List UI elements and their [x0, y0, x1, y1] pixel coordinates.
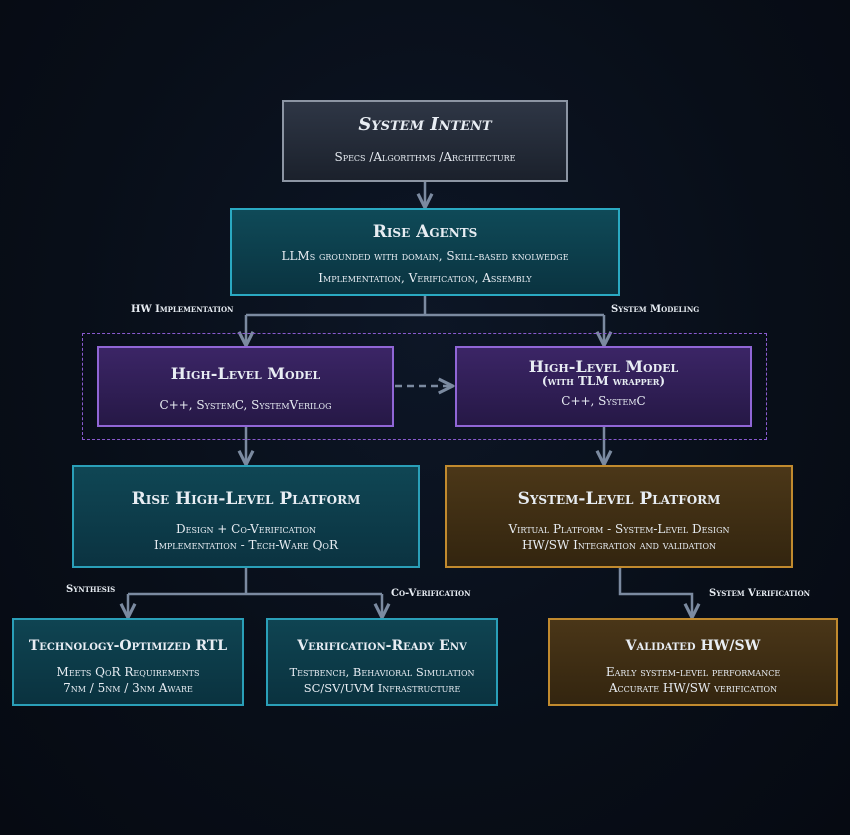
validated-hwsw-line2: Accurate HW/SW verification	[608, 681, 778, 695]
high-level-model-hw-box: High-Level Model C++, SystemC, SystemVer…	[97, 346, 394, 427]
verification-env-line1: Testbench, Behavioral Simulation	[289, 665, 475, 679]
arrow-system-platform-to-validated	[618, 568, 692, 616]
rise-platform-line2: Implementation - Tech-Ware QoR	[153, 538, 339, 552]
rise-platform-line1: Design + Co-Verification	[175, 522, 316, 536]
system-platform-box: System-Level Platform Virtual Platform -…	[445, 465, 793, 568]
system-intent-box: System Intent Specs /Algorithms /Archite…	[282, 100, 568, 182]
rise-agents-line1: LLMs grounded with domain, Skill-based k…	[281, 249, 569, 263]
rise-agents-box: Rise Agents LLMs grounded with domain, S…	[230, 208, 620, 296]
high-level-model-hw-subtitle: C++, SystemC, SystemVerilog	[159, 398, 332, 412]
verification-env-title: Verification-Ready Env	[297, 638, 467, 654]
label-system-verification: System Verification	[709, 588, 811, 599]
tech-rtl-line2: 7nm / 5nm / 3nm Aware	[63, 681, 193, 695]
high-level-model-sys-note: (with TLM wrapper)	[541, 374, 666, 388]
system-intent-subtitle: Specs /Algorithms /Architecture	[334, 150, 516, 164]
system-intent-title: System Intent	[358, 114, 492, 135]
tech-rtl-box: Technology-Optimized RTL Meets QoR Requi…	[12, 618, 244, 706]
label-co-verification: Co-Verification	[391, 588, 471, 599]
verification-env-line2: SC/SV/UVM Infrastructure	[303, 681, 461, 695]
validated-hwsw-line1: Early system-level performance	[605, 665, 781, 679]
rise-platform-title: Rise High-Level Platform	[131, 489, 361, 509]
high-level-model-group	[82, 333, 767, 440]
label-hw-implementation: HW Implementation	[131, 304, 234, 315]
high-level-model-sys-box: High-Level Model (with TLM wrapper) C++,…	[455, 346, 752, 427]
high-level-model-sys-subtitle: C++, SystemC	[561, 394, 646, 408]
rise-agents-line2: Implementation, Verification, Assembly	[318, 271, 532, 285]
verification-env-box: Verification-Ready Env Testbench, Behavi…	[266, 618, 498, 706]
rise-agents-title: Rise Agents	[372, 222, 478, 242]
validated-hwsw-title: Validated HW/SW	[625, 638, 761, 654]
tech-rtl-line1: Meets QoR Requirements	[56, 665, 200, 679]
validated-hwsw-box: Validated HW/SW Early system-level perfo…	[548, 618, 838, 706]
label-system-modeling: System Modeling	[611, 304, 700, 315]
system-platform-title: System-Level Platform	[517, 489, 721, 509]
high-level-model-sys-title: High-Level Model	[528, 357, 679, 376]
tech-rtl-title: Technology-Optimized RTL	[28, 638, 228, 654]
system-platform-line1: Virtual Platform - System-Level Design	[508, 522, 730, 536]
label-synthesis: Synthesis	[66, 584, 116, 595]
rise-platform-box: Rise High-Level Platform Design + Co-Ver…	[72, 465, 420, 568]
high-level-model-hw-title: High-Level Model	[170, 364, 321, 383]
system-platform-line2: HW/SW Integration and validation	[521, 538, 717, 552]
